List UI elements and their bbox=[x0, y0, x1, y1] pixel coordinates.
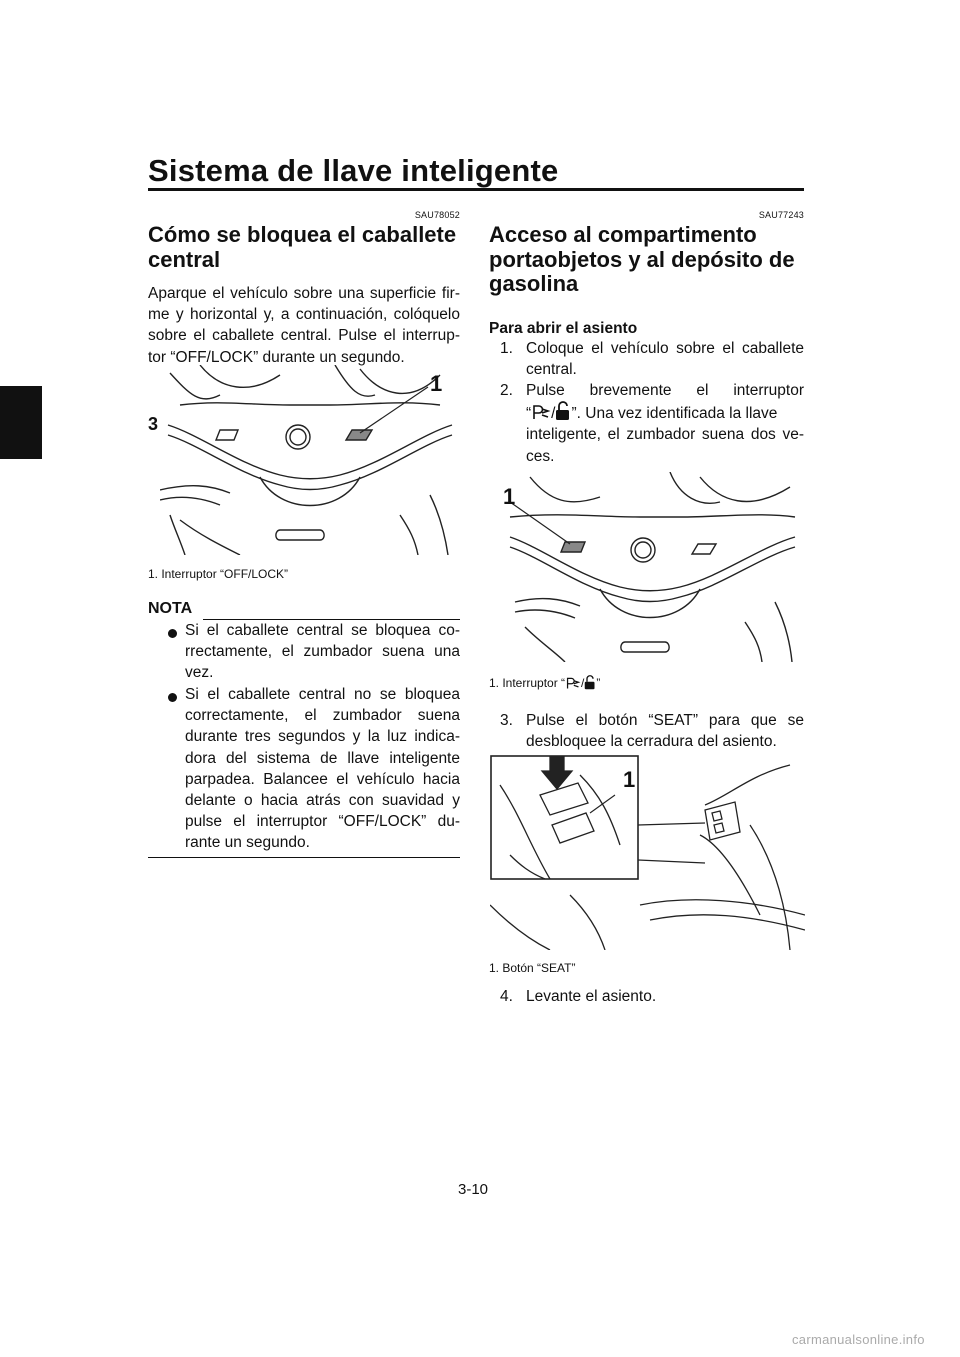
step-line: central. bbox=[526, 361, 577, 379]
step-line: Pulse brevemente el interruptor bbox=[526, 382, 804, 399]
bullet-line: parpadea. Balancee el vehículo hacia bbox=[185, 770, 460, 788]
step-line-with-icons: “/”. Una vez identificada la llave bbox=[526, 401, 804, 424]
figure2-caption: 1. Interruptor “/” bbox=[489, 675, 601, 690]
title-rule bbox=[148, 188, 804, 191]
quote-open: “ bbox=[526, 405, 532, 423]
subheading: Para abrir el asiento bbox=[489, 320, 638, 337]
section-heading-line2: portaobjetos y al depósito de bbox=[489, 247, 795, 272]
nota-bottom-rule bbox=[148, 857, 460, 858]
section-heading-line3: gasolina bbox=[489, 271, 579, 296]
figure2-caption-end: ” bbox=[596, 676, 601, 690]
bullet-line: rrectamente, el zumbador suena una bbox=[185, 643, 460, 661]
step-2-line-rest: ”. Una vez identificada la llave bbox=[571, 405, 778, 423]
figure3-callout: 1 bbox=[623, 767, 636, 792]
paragraph-line: me y horizontal y, a continuación, colóq… bbox=[148, 306, 460, 324]
section-heading-line1: Cómo se bloquea el caballete bbox=[148, 222, 457, 247]
paragraph-line: Aparque el vehículo sobre una superficie… bbox=[148, 285, 460, 302]
step-2-text: Pulse brevemente el interruptor “/”. Una… bbox=[526, 380, 804, 467]
figure1-callout: 1 bbox=[430, 371, 443, 396]
section-heading-line1: Acceso al compartimento bbox=[489, 222, 757, 247]
step-line: Levante el asiento. bbox=[526, 988, 657, 1005]
figure1-caption: 1. Interruptor “OFF/LOCK” bbox=[148, 567, 289, 581]
step-4-text: Levante el asiento. bbox=[526, 986, 804, 1007]
step-number: 2. bbox=[500, 382, 513, 399]
bullet-line: correctamente, el zumbador suena bbox=[185, 707, 460, 725]
bullet-icon bbox=[168, 629, 177, 638]
bullet-line: dora del sistema de llave inteligente bbox=[185, 749, 460, 767]
chapter-number: 3 bbox=[148, 414, 159, 434]
nota-label: NOTA bbox=[148, 600, 193, 617]
nota-top-rule bbox=[203, 619, 460, 620]
seat-button-figure bbox=[490, 755, 805, 950]
step-line: inteligente, el zumbador suena dos ve- bbox=[526, 426, 804, 444]
step-1-text: Coloque el vehículo sobre el caballete c… bbox=[526, 338, 804, 380]
figure2-caption-text: 1. Interruptor “ bbox=[489, 676, 566, 690]
step-number: 1. bbox=[500, 340, 513, 357]
smart-key-icon bbox=[533, 405, 551, 420]
figure2-callout: 1 bbox=[503, 484, 516, 509]
section-code: SAU77243 bbox=[758, 210, 804, 220]
padlock-icon bbox=[585, 675, 595, 690]
step-line: Coloque el vehículo sobre el caballete bbox=[526, 340, 804, 357]
step-line: desbloquee la cerradura del asiento. bbox=[526, 733, 777, 751]
smart-key-icon bbox=[566, 677, 581, 689]
watermark: carmanualsonline.info bbox=[792, 1332, 925, 1347]
handlebar-figure-2 bbox=[509, 472, 796, 662]
section-code: SAU78052 bbox=[414, 210, 460, 220]
intro-paragraph: Aparque el vehículo sobre una superficie… bbox=[148, 283, 460, 368]
step-number: 4. bbox=[500, 988, 513, 1005]
bullet-line: durante tres segundos y la luz indica- bbox=[185, 728, 460, 746]
paragraph-line: sobre el caballete central. Pulse el int… bbox=[148, 327, 460, 345]
bullet-line: pulse el interruptor “OFF/LOCK” du- bbox=[185, 813, 460, 831]
handlebar-figure-1 bbox=[160, 365, 453, 555]
section-heading-line2: central bbox=[148, 247, 221, 272]
step-3-text: Pulse el botón “SEAT” para que se desblo… bbox=[526, 710, 804, 752]
nota-bullet-1: Si el caballete central se bloquea co- r… bbox=[185, 620, 460, 684]
step-line: Pulse el botón “SEAT” para que se bbox=[526, 712, 804, 729]
nota-bullet-2: Si el caballete central no se bloquea co… bbox=[185, 684, 460, 854]
bullet-line: delante o hacia atrás con suavidad y bbox=[185, 792, 460, 810]
step-number: 3. bbox=[500, 712, 513, 729]
figure3-caption: 1. Botón “SEAT” bbox=[489, 961, 576, 975]
page-number: 3-10 bbox=[458, 1181, 489, 1198]
page-title: Sistema de llave inteligente bbox=[148, 153, 559, 188]
step-line: ces. bbox=[526, 447, 555, 465]
bullet-icon bbox=[168, 693, 177, 702]
bullet-line: rante un segundo. bbox=[185, 834, 310, 852]
padlock-icon bbox=[556, 401, 570, 421]
bullet-line: vez. bbox=[185, 664, 214, 682]
chapter-tab bbox=[0, 386, 42, 459]
bullet-line: Si el caballete central se bloquea co- bbox=[185, 622, 460, 639]
paragraph-line: tor “OFF/LOCK” durante un segundo. bbox=[148, 348, 405, 366]
bullet-line: Si el caballete central no se bloquea bbox=[185, 686, 460, 703]
